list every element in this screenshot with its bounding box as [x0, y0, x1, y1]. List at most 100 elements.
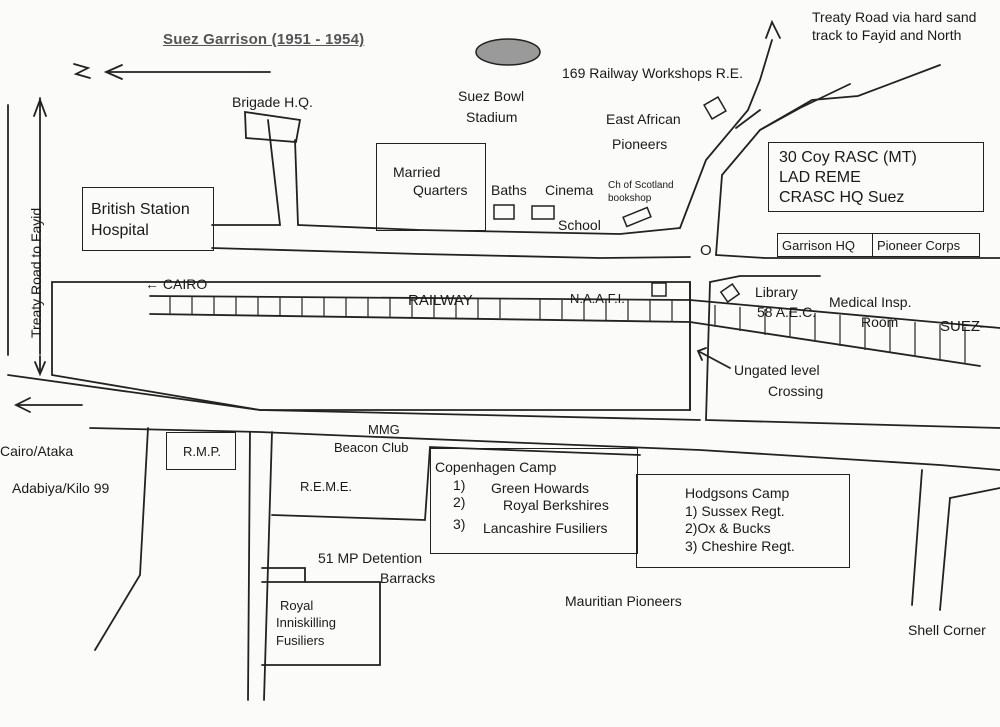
- hospital-label-2: Hospital: [91, 222, 149, 239]
- treaty-road-left-arrow: [33, 97, 47, 117]
- roundabout-label: O: [700, 242, 712, 259]
- pioneer-corps-label: Pioneer Corps: [877, 238, 961, 253]
- chscot-label-1: Ch of Scotland: [608, 180, 674, 191]
- inniskilling-label-2: Inniskilling: [276, 615, 336, 630]
- workshop-square: [703, 96, 727, 120]
- mmg-label-2: Beacon Club: [334, 440, 409, 455]
- railway-workshops-label: 169 Railway Workshops R.E.: [562, 65, 744, 81]
- rmp-label: R.M.P.: [183, 444, 222, 459]
- crossing-arrow: [699, 351, 731, 369]
- rasc-label-3: CRASC HQ Suez: [779, 189, 905, 206]
- shell-corner-label: Shell Corner: [908, 622, 986, 638]
- treaty-road-left-arrow-head: [34, 361, 46, 377]
- rasc-label-1: 30 Coy RASC (MT): [779, 149, 917, 166]
- married-label-1: Married: [393, 164, 441, 180]
- fork-road-short: [735, 109, 761, 129]
- road-right-lower: [709, 275, 821, 283]
- upper-road-top: [297, 224, 681, 235]
- brigade-box: [244, 110, 302, 143]
- inniskilling-label-1: Royal: [280, 598, 314, 613]
- cairo-arrow-head: [13, 397, 31, 413]
- crossing-road-right: [705, 281, 1000, 429]
- shell-road-left: [911, 469, 923, 606]
- suez-bowl-stadium-shape: [475, 38, 541, 66]
- reme-enclosure: [271, 446, 641, 521]
- fork-road-left: [679, 39, 773, 229]
- copenhagen-unit-1: Green Howards: [491, 480, 590, 496]
- copenhagen-camp: Copenhagen Camp 1) Green Howards 2) Roya…: [430, 448, 638, 554]
- brigade-road-left: [267, 119, 281, 226]
- copenhagen-unit-2: Royal Berkshires: [503, 497, 609, 513]
- medical-label-2: Room: [861, 314, 899, 330]
- library-label-2: 58 A.E.C.: [757, 304, 817, 320]
- copenhagen-name: Copenhagen Camp: [435, 459, 557, 475]
- copenhagen-num-3: 3): [453, 516, 466, 532]
- hodgsons-name: Hodgsons Camp: [685, 485, 790, 501]
- baths-square: [493, 204, 515, 220]
- hodgsons-unit-3: 3) Cheshire Regt.: [685, 538, 795, 554]
- main-road-north: [7, 374, 701, 421]
- detention-label-2: Barracks: [380, 570, 436, 586]
- hodgsons-unit-1: 1) Sussex Regt.: [685, 503, 785, 519]
- road-right-upper: [715, 254, 1000, 259]
- suez-bowl-label-1: Suez Bowl: [458, 88, 525, 104]
- rasc-block: 30 Coy RASC (MT) LAD REME CRASC HQ Suez: [768, 142, 984, 212]
- inniskilling-box: [261, 581, 381, 666]
- crossing-arrow-head: [696, 347, 707, 361]
- hodgsons-unit-2: 2)Ox & Bucks: [685, 520, 771, 536]
- hodgsons-camp: Hodgsons Camp 1) Sussex Regt. 2)Ox & Buc…: [636, 474, 850, 568]
- brigade-hq-label: Brigade H.Q.: [232, 94, 313, 110]
- east-african-label-1: East African: [606, 111, 681, 127]
- arrow-west-top-head: [103, 64, 123, 80]
- suez-label: SUEZ—: [940, 318, 996, 335]
- naafi-label: N.A.A.F.I.: [570, 291, 625, 306]
- cairo-label: ← CAIRO: [145, 276, 208, 292]
- detention-label-1: 51 MP Detention: [318, 550, 423, 566]
- pioneer-corps-box: Pioneer Corps: [872, 233, 980, 257]
- map-title: Suez Garrison (1951 - 1954): [163, 31, 365, 48]
- mauritian-label: Mauritian Pioneers: [565, 593, 682, 609]
- copenhagen-num-2: 2): [453, 494, 466, 510]
- upper-road-bottom: [211, 247, 691, 259]
- garrison-hq-box: Garrison HQ: [777, 233, 873, 257]
- railway-label: RAILWAY: [408, 292, 473, 309]
- library-square: [719, 283, 741, 303]
- hospital-label-1: British Station: [91, 201, 190, 218]
- suez-text: SUEZ: [940, 318, 981, 335]
- shell-road-right: [939, 497, 951, 611]
- road-lower-left-vert: [94, 427, 149, 651]
- shell-road-top: [949, 487, 1000, 499]
- chscot-square: [622, 206, 652, 228]
- mmg-label-1: MMG: [368, 422, 400, 437]
- cinema-label: Cinema: [545, 182, 594, 198]
- garrison-hq-label: Garrison HQ: [782, 238, 855, 253]
- medical-label-1: Medical Insp.: [829, 294, 912, 310]
- inniskilling-label-3: Fusiliers: [276, 633, 325, 648]
- ungated-crossing-label-1: Ungated level: [734, 362, 820, 378]
- adabiya-label: Adabiya/Kilo 99: [12, 480, 110, 496]
- suez-bowl-label-2: Stadium: [466, 109, 518, 125]
- chscot-label-2: bookshop: [608, 193, 652, 204]
- road-lower-vert-a: [247, 431, 251, 701]
- reme-label: R.E.M.E.: [300, 479, 353, 494]
- naafi-square: [651, 282, 667, 297]
- copenhagen-unit-3: Lancashire Fusiliers: [483, 520, 608, 536]
- hospital-block: British Station Hospital: [82, 187, 214, 251]
- treaty-road-north-label-1: Treaty Road via hard sand: [812, 9, 977, 25]
- ungated-crossing-label-2: Crossing: [768, 383, 824, 399]
- railway-bottom: [149, 313, 981, 367]
- main-road-south: [89, 427, 1000, 471]
- school-label: School: [558, 217, 601, 233]
- rasc-label-2: LAD REME: [779, 169, 861, 186]
- east-african-label-2: Pioneers: [612, 136, 668, 152]
- treaty-road-north-label-2: track to Fayid and North: [812, 27, 962, 43]
- detention-box: [261, 567, 306, 583]
- married-label-2: Quarters: [413, 182, 468, 198]
- library-label-1: Library: [755, 284, 798, 300]
- break-mark: [73, 63, 91, 79]
- naafi-left-box: [51, 281, 691, 411]
- cairo-ataka-label: Cairo/Ataka: [0, 443, 74, 459]
- copenhagen-num-1: 1): [453, 477, 466, 493]
- road-lower-vert-b: [263, 431, 273, 701]
